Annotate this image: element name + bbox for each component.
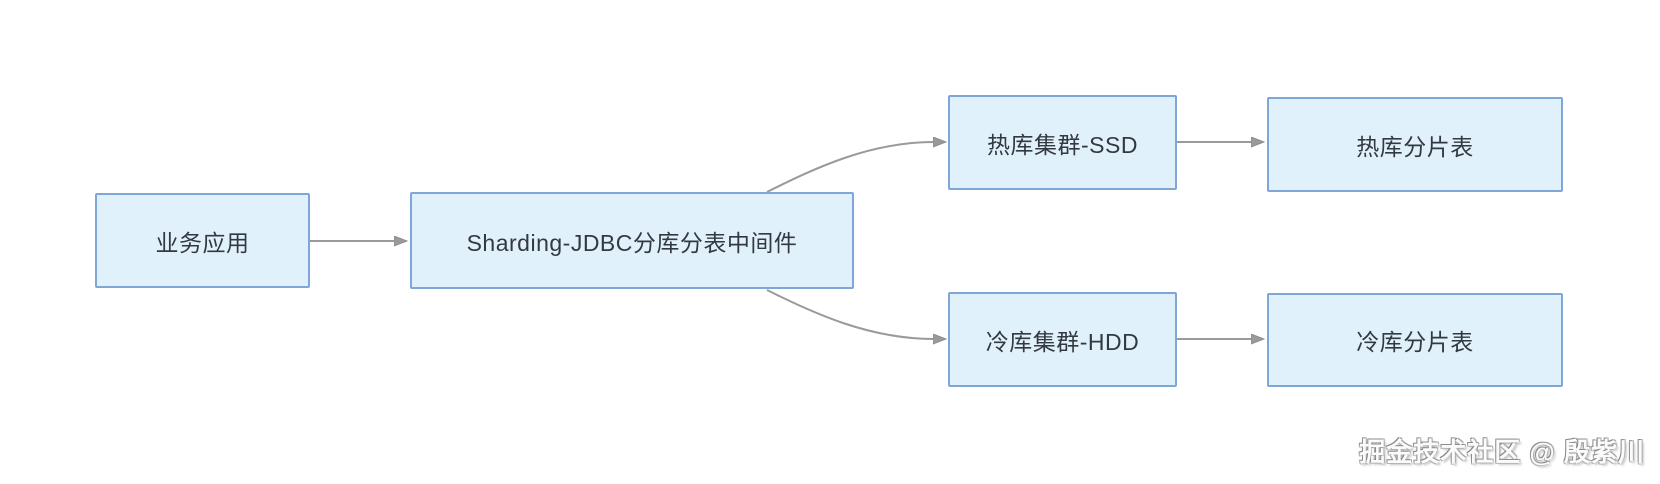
node-sharding-jdbc-middleware-label: Sharding-JDBC分库分表中间件 [466, 229, 798, 256]
node-business-app-label: 业务应用 [155, 229, 250, 256]
node-hot-cluster-ssd-label: 热库集群-SSD [987, 131, 1138, 158]
node-hot-cluster-ssd: 热库集群-SSD [948, 95, 1177, 190]
juejin-watermark: 掘金技术社区 @ 殷紫川 [1359, 437, 1645, 467]
node-sharding-jdbc-middleware: Sharding-JDBC分库分表中间件 [410, 192, 854, 289]
edge-middleware-to-cold-cluster [766, 289, 934, 339]
node-cold-shard-table: 冷库分片表 [1267, 293, 1563, 387]
edge-middleware-to-hot-cluster [766, 142, 934, 193]
node-hot-shard-table-label: 热库分片表 [1356, 133, 1474, 160]
node-cold-cluster-hdd: 冷库集群-HDD [948, 292, 1177, 387]
node-cold-cluster-hdd-label: 冷库集群-HDD [985, 328, 1140, 355]
node-hot-shard-table: 热库分片表 [1267, 97, 1563, 192]
node-cold-shard-table-label: 冷库分片表 [1356, 329, 1474, 355]
node-business-app: 业务应用 [95, 193, 310, 288]
